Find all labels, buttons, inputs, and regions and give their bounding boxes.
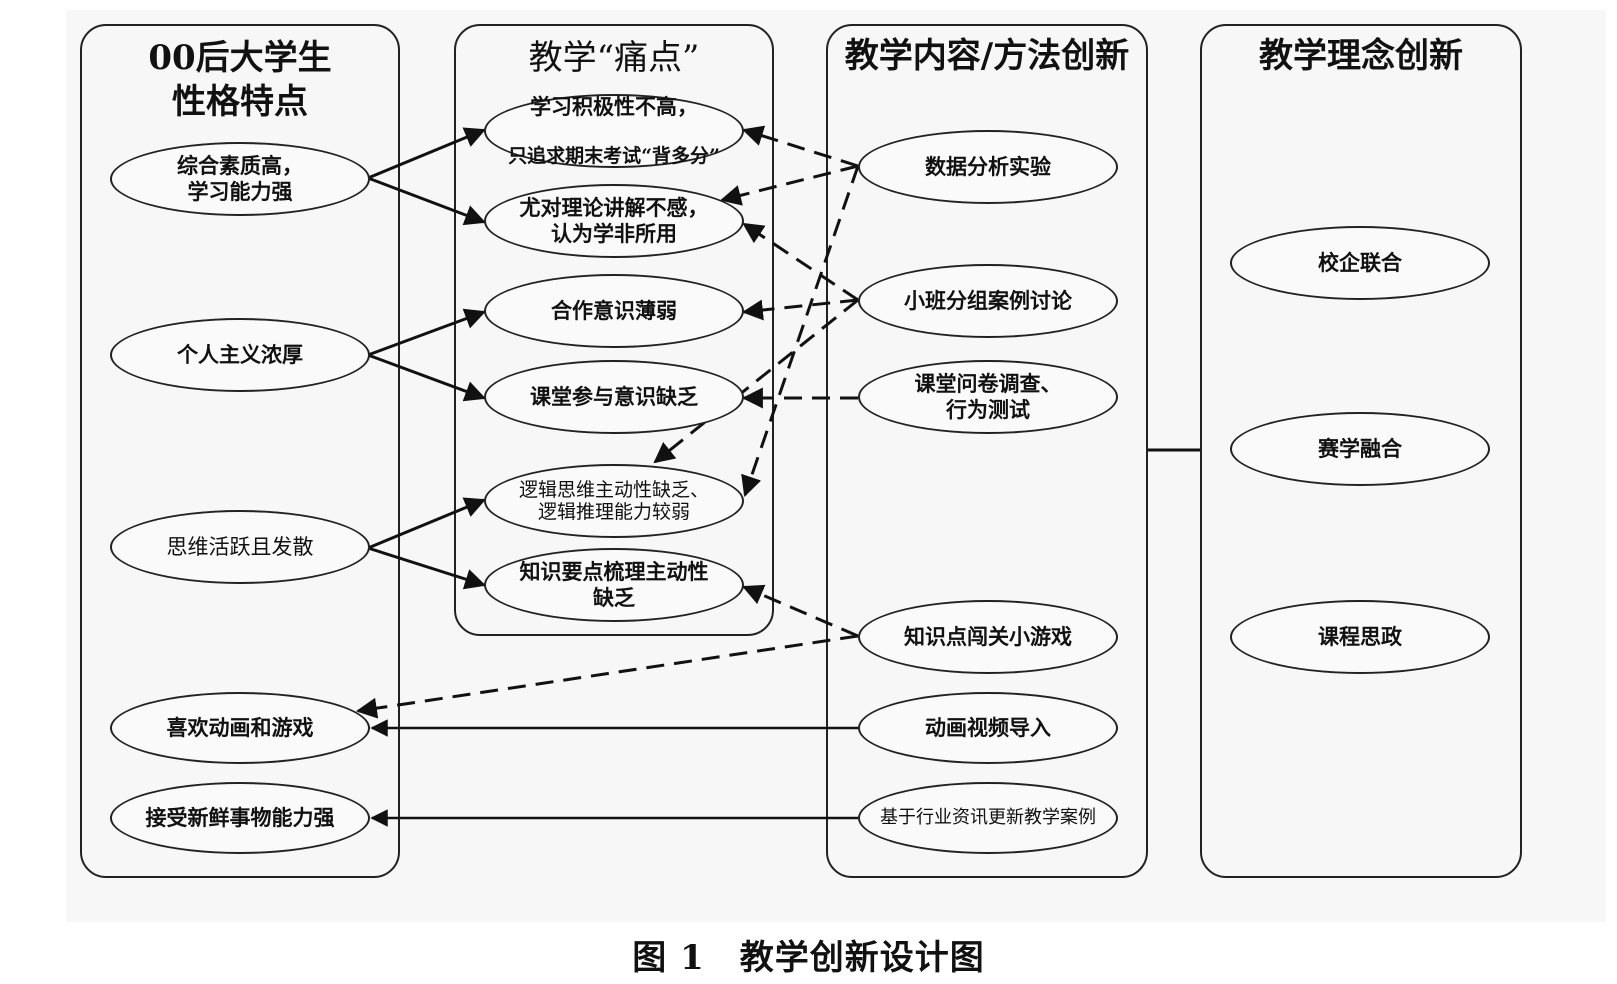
column-content-methods-title: 教学内容/方法创新 (844, 36, 1130, 76)
node-pain-knowledge-organizing: 知识要点梳理主动性 缺乏 (484, 548, 744, 622)
column-philosophy: 教学理念创新 (1200, 24, 1522, 878)
node-pain-low-participation: 课堂参与意识缺乏 (484, 360, 744, 434)
node-philosophy-school-enterprise: 校企联合 (1230, 226, 1490, 300)
node-method-group-case-discussion: 小班分组案例讨论 (858, 264, 1118, 338)
node-trait-active-thinking: 思维活跃且发散 (110, 510, 370, 584)
node-pain-weak-cooperation: 合作意识薄弱 (484, 274, 744, 348)
node-philosophy-ideological-course: 课程思政 (1230, 600, 1490, 674)
node-trait-likes-animation-games: 喜欢动画和游戏 (110, 692, 370, 764)
node-method-data-analysis: 数据分析实验 (858, 130, 1118, 204)
column-pain-points-title: 教学“痛点” (528, 38, 700, 78)
column-traits: 00后大学生 性格特点 (80, 24, 400, 878)
figure-caption: 图 1 教学创新设计图 (632, 938, 985, 978)
node-method-survey-test: 课堂问卷调查、 行为测试 (858, 360, 1118, 434)
node-trait-individualism: 个人主义浓厚 (110, 318, 370, 392)
node-pain-low-motivation: 学习积极性不高， 只追求期末考试“背多分” (484, 94, 744, 168)
node-philosophy-competition-learning: 赛学融合 (1230, 412, 1490, 486)
column-traits-title: 00后大学生 性格特点 (148, 38, 332, 122)
node-pain-theory-disinterest: 尤对理论讲解不感， 认为学非所用 (484, 184, 744, 258)
node-trait-high-quality: 综合素质高， 学习能力强 (110, 142, 370, 216)
node-pain-weak-logic: 逻辑思维主动性缺乏、 逻辑推理能力较弱 (484, 464, 744, 538)
node-trait-accepts-new-things: 接受新鲜事物能力强 (110, 782, 370, 854)
node-method-animation-video: 动画视频导入 (858, 692, 1118, 764)
column-philosophy-title: 教学理念创新 (1259, 36, 1463, 76)
node-method-industry-cases: 基于行业资讯更新教学案例 (858, 782, 1118, 854)
node-method-knowledge-game: 知识点闯关小游戏 (858, 600, 1118, 674)
